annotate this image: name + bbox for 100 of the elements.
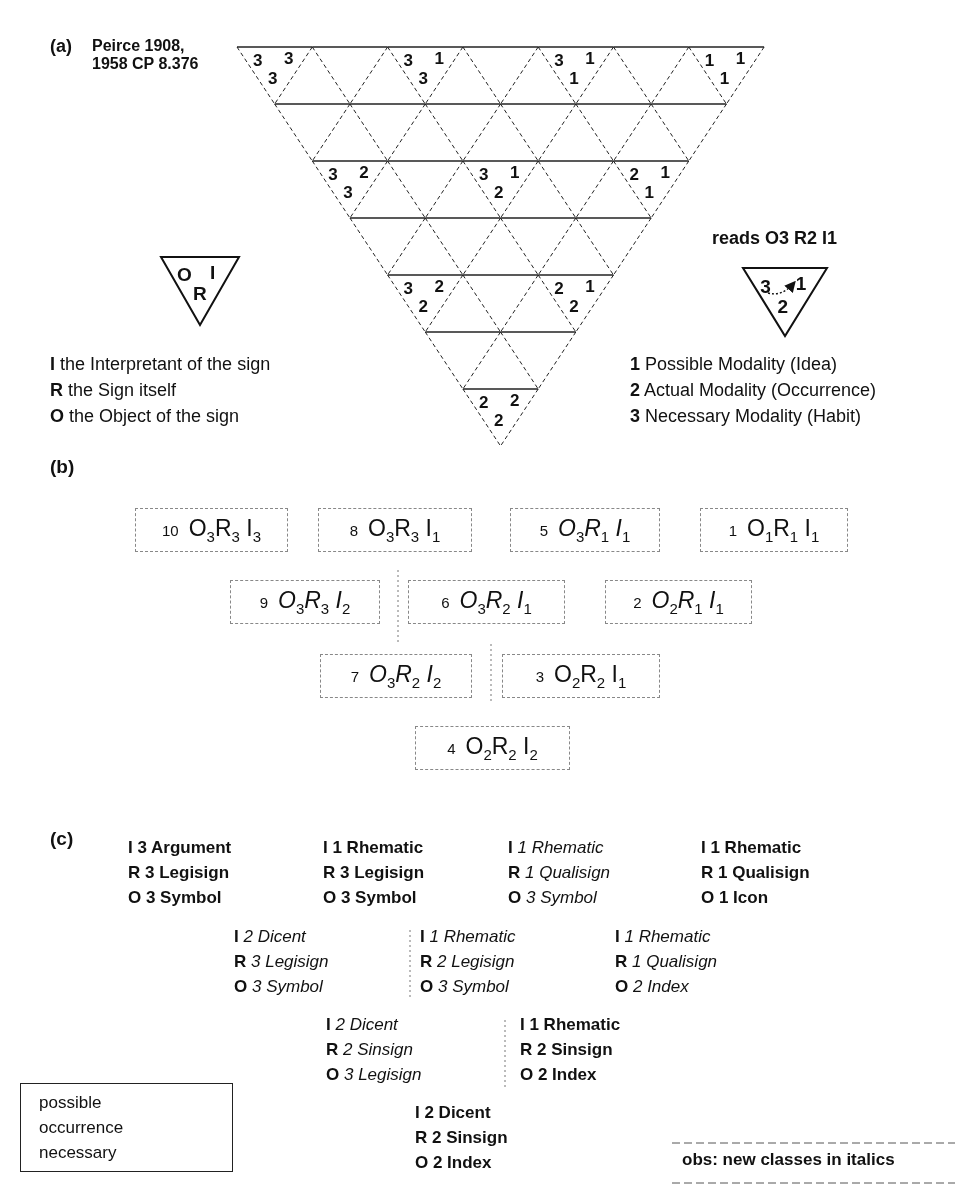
- cell-digit: 1: [509, 164, 520, 181]
- class-number: 8: [349, 521, 358, 539]
- class-number: 5: [539, 521, 548, 539]
- sign-class-text: R 1 Qualisign: [508, 863, 611, 883]
- legend-text: possible: [39, 1092, 102, 1114]
- class-box: [510, 508, 660, 552]
- cell-digit: 2: [434, 278, 445, 295]
- sign-class-text: I 3 Argument: [128, 838, 232, 858]
- cell-digit: 2: [629, 166, 639, 183]
- class-box: [135, 508, 288, 552]
- class-formula: O$_{3}$R$_{1}$ I$_{1}$: [558, 515, 631, 545]
- sign-class-text: I 1 Rhematic: [520, 1015, 621, 1035]
- cell-digit: 1: [704, 52, 715, 69]
- class-number: 6: [441, 593, 450, 611]
- sign-class-text: O 3 Symbol: [234, 977, 323, 997]
- sign-class-text: I 2 Dicent: [234, 927, 306, 947]
- cell-digit: 2: [418, 298, 429, 315]
- cell-digit: 3: [403, 52, 414, 69]
- sign-class-text: I 2 Dicent: [415, 1103, 491, 1123]
- key-triangle: [160, 256, 240, 326]
- class-formula: O$_{3}$R$_{2}$ I$_{2}$: [369, 661, 442, 691]
- class-formula: O$_{3}$R$_{3}$ I$_{3}$: [188, 515, 261, 545]
- key-text: O the Object of the sign: [50, 406, 240, 427]
- cell-digit: 1: [644, 184, 654, 201]
- cell-digit: 2: [493, 184, 504, 201]
- sign-class-text: R 2 Sinsign: [415, 1128, 508, 1148]
- legend-text: necessary: [39, 1142, 117, 1164]
- sign-class-text: R 2 Sinsign: [326, 1040, 413, 1060]
- sign-class-text: R 2 Legisign: [420, 952, 515, 972]
- class-formula: O$_{3}$R$_{2}$ I$_{1}$: [459, 587, 532, 617]
- cell-digit: 3: [253, 52, 263, 69]
- sign-class-text: O 3 Symbol: [420, 977, 509, 997]
- cell-digit: 1: [434, 50, 445, 67]
- citation-text: Peirce 1908, 1958 CP 8.376: [92, 37, 200, 74]
- sign-class-text: R 3 Legisign: [323, 863, 425, 883]
- cell-digit: 2: [554, 280, 564, 297]
- class-box: [408, 580, 565, 624]
- cell-digit: 2: [359, 164, 369, 181]
- cell-digit: 1: [735, 50, 746, 67]
- sign-class-text: O 2 Index: [520, 1065, 597, 1085]
- class-formula: O$_{2}$R$_{1}$ I$_{1}$: [651, 587, 724, 617]
- cell-digit: 3: [284, 50, 294, 67]
- sign-class-text: R 2 Sinsign: [520, 1040, 613, 1060]
- class-number: 7: [350, 667, 359, 685]
- legend-box: [20, 1083, 233, 1172]
- class-formula: O$_{3}$R$_{3}$ I$_{1}$: [368, 515, 441, 545]
- class-formula: O$_{2}$R$_{2}$ I$_{2}$: [465, 733, 538, 763]
- sign-class-text: I 1 Rhematic: [420, 927, 516, 947]
- sign-class-text: I 1 Rhematic: [508, 838, 604, 858]
- panel-label: (a): [50, 36, 72, 57]
- triangle-letter: 3: [760, 276, 771, 296]
- class-box: [318, 508, 472, 552]
- sign-class-text: R 1 Qualisign: [615, 952, 718, 972]
- sign-class-text: R 1 Qualisign: [701, 863, 810, 883]
- cell-digit: 1: [719, 70, 730, 87]
- panel-label: (b): [50, 456, 75, 478]
- cell-digit: 3: [403, 280, 414, 297]
- class-box: [605, 580, 752, 624]
- key-text: R the Sign itself: [50, 380, 177, 401]
- class-box: [700, 508, 848, 552]
- key-text: I the Interpretant of the sign: [50, 354, 271, 375]
- triangle-letter: I: [209, 263, 216, 283]
- triangle-letter: 2: [777, 297, 788, 317]
- triangle-letter: O: [177, 265, 192, 285]
- sign-class-text: O 1 Icon: [701, 888, 769, 908]
- cell-digit: 3: [554, 52, 564, 69]
- key-triangle: [742, 267, 828, 337]
- class-formula: O$_{2}$R$_{2}$ I$_{1}$: [554, 661, 627, 691]
- note-text: obs: new classes in italics: [682, 1150, 895, 1170]
- sign-class-text: O 3 Symbol: [323, 888, 417, 908]
- sign-class-text: O 2 Index: [415, 1153, 492, 1173]
- cell-digit: 2: [569, 298, 579, 315]
- class-box: [502, 654, 660, 698]
- cell-digit: 3: [418, 70, 429, 87]
- cell-digit: 1: [569, 70, 579, 87]
- class-number: 1: [728, 521, 737, 539]
- cell-digit: 3: [478, 166, 489, 183]
- cell-digit: 2: [478, 394, 489, 411]
- class-box: [230, 580, 380, 624]
- sign-class-text: R 3 Legisign: [128, 863, 230, 883]
- key-text: 1 Possible Modality (Idea): [630, 354, 838, 375]
- cell-digit: 3: [328, 166, 338, 183]
- cell-digit: 1: [585, 50, 595, 67]
- class-number: 4: [447, 739, 456, 757]
- key-text: 2 Actual Modality (Occurrence): [630, 380, 877, 401]
- class-formula: O$_{1}$R$_{1}$ I$_{1}$: [747, 515, 820, 545]
- sign-class-text: I 2 Dicent: [326, 1015, 398, 1035]
- class-number: 9: [259, 593, 268, 611]
- class-formula: O$_{3}$R$_{3}$ I$_{2}$: [278, 587, 351, 617]
- triangle-letter: R: [192, 284, 207, 304]
- cell-digit: 3: [268, 70, 278, 87]
- sign-class-text: I 1 Rhematic: [701, 838, 802, 858]
- class-box: [415, 726, 570, 770]
- cell-digit: 1: [660, 164, 670, 181]
- triangle-letter: 1: [795, 274, 807, 294]
- sign-class-text: R 3 Legisign: [234, 952, 329, 972]
- cell-digit: 2: [493, 412, 504, 429]
- sign-class-text: O 3 Legisign: [326, 1065, 422, 1085]
- cell-digit: 1: [585, 278, 595, 295]
- class-number: 10: [162, 521, 179, 539]
